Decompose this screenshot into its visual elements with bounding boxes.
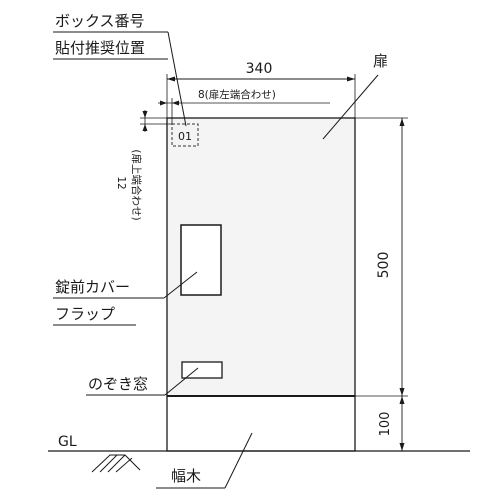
dim-height-label: 500 — [376, 252, 392, 279]
ground-label: GL — [58, 434, 77, 450]
dim-offset-y-note: (扉上端合わせ) — [130, 149, 143, 220]
box-number-area — [171, 123, 199, 147]
door-label: 扉 — [373, 52, 388, 70]
peep-window-leader — [164, 367, 199, 396]
dim-width-arrow-right — [347, 76, 355, 82]
dim-offset-x-arrow — [160, 100, 167, 106]
ground-hatch — [91, 454, 141, 473]
dim-width-label: 340 — [246, 61, 273, 77]
box-number-label-line1: ボックス番号 — [55, 12, 145, 30]
box-number-sample: 01 — [178, 130, 192, 143]
door-leader — [322, 74, 379, 140]
dim-height-arrow-top — [399, 118, 405, 126]
dim-base-arrow-bottom — [399, 443, 405, 451]
dim-offset-y-arrow-bottom — [142, 124, 148, 131]
lock-cover-label-line2: フラップ — [55, 305, 115, 323]
lock-cover-flap — [180, 224, 222, 296]
baseboard-label: 幅木 — [171, 467, 201, 485]
dim-base-label: 100 — [378, 412, 393, 437]
peep-window — [181, 361, 223, 379]
dim-offset-y-arrow-top — [142, 111, 148, 118]
lock-cover-label-line1: 錠前カバー — [55, 278, 130, 296]
baseboard — [166, 395, 356, 452]
dim-offset-x-label: 8(扉左端合わせ) — [198, 88, 276, 101]
lock-cover-leader — [163, 271, 198, 299]
dim-offset-y-value: 12 — [115, 176, 127, 189]
dim-base-arrow-top — [399, 396, 405, 404]
dim-offset-x-arrow-2 — [172, 100, 179, 106]
baseboard-leader — [224, 432, 253, 489]
box-number-label-line2: 貼付推奨位置 — [55, 39, 145, 57]
peep-window-label: のぞき窓 — [88, 375, 148, 393]
box-number-leader — [167, 31, 187, 127]
dim-height-arrow-bottom — [399, 388, 405, 396]
dim-width-arrow-left — [167, 76, 175, 82]
